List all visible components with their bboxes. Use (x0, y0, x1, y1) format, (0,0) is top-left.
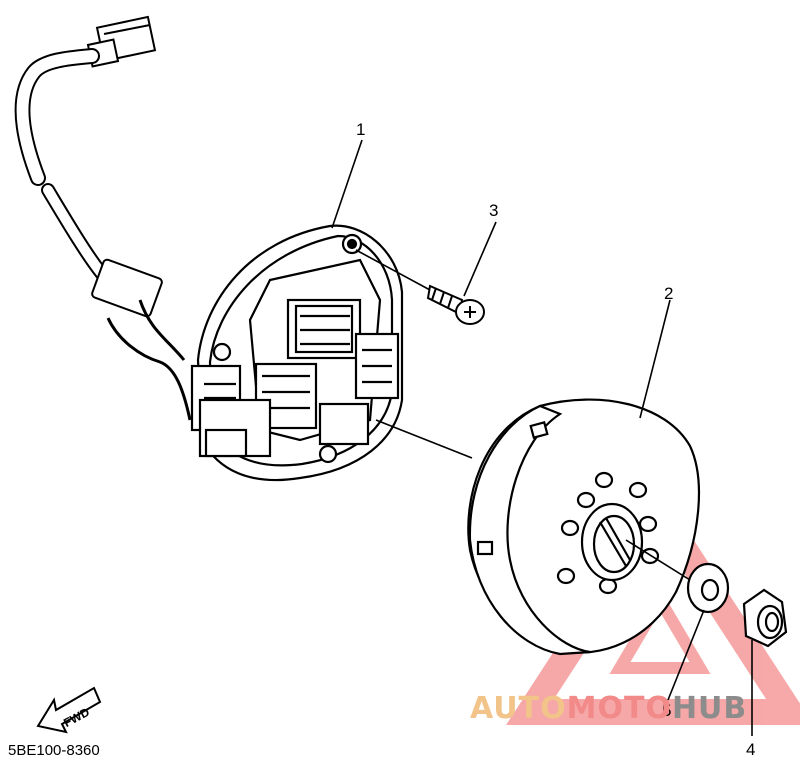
leader-line-2 (639, 299, 671, 419)
diagram-code: 5BE100-8360 (8, 742, 100, 759)
stator-assembly (190, 224, 404, 482)
callout-3: 3 (489, 201, 499, 220)
alignment-line-screw (355, 249, 431, 291)
watermark-text-hub: HUB (671, 691, 748, 726)
leader-lines (331, 139, 753, 736)
wire-harness (14, 15, 192, 421)
rotor-bolt-holes (556, 471, 660, 595)
leader-line-1 (331, 139, 363, 229)
washer (686, 562, 730, 614)
watermark-text-auto: AUTO (470, 691, 567, 726)
callout-5: 5 (662, 701, 672, 720)
leader-line-3 (463, 221, 497, 297)
callout-2: 2 (664, 284, 674, 303)
callout-4: 4 (746, 740, 756, 759)
callout-1: 1 (356, 120, 366, 139)
watermark-text-moto: MOTO (566, 691, 672, 726)
fwd-arrow-icon: FWD (36, 686, 102, 734)
stator-coil-lower (318, 402, 370, 446)
watermark-text: AUTOMOTOHUB (470, 691, 747, 726)
leader-line-5 (667, 609, 705, 701)
nut (742, 588, 788, 648)
rotor-slot (476, 540, 494, 556)
alignment-line-rotor (375, 419, 473, 459)
screw (426, 284, 485, 325)
alignment-line-hub (625, 539, 691, 581)
rotor-key (529, 421, 549, 439)
rotor-flywheel (467, 398, 701, 656)
